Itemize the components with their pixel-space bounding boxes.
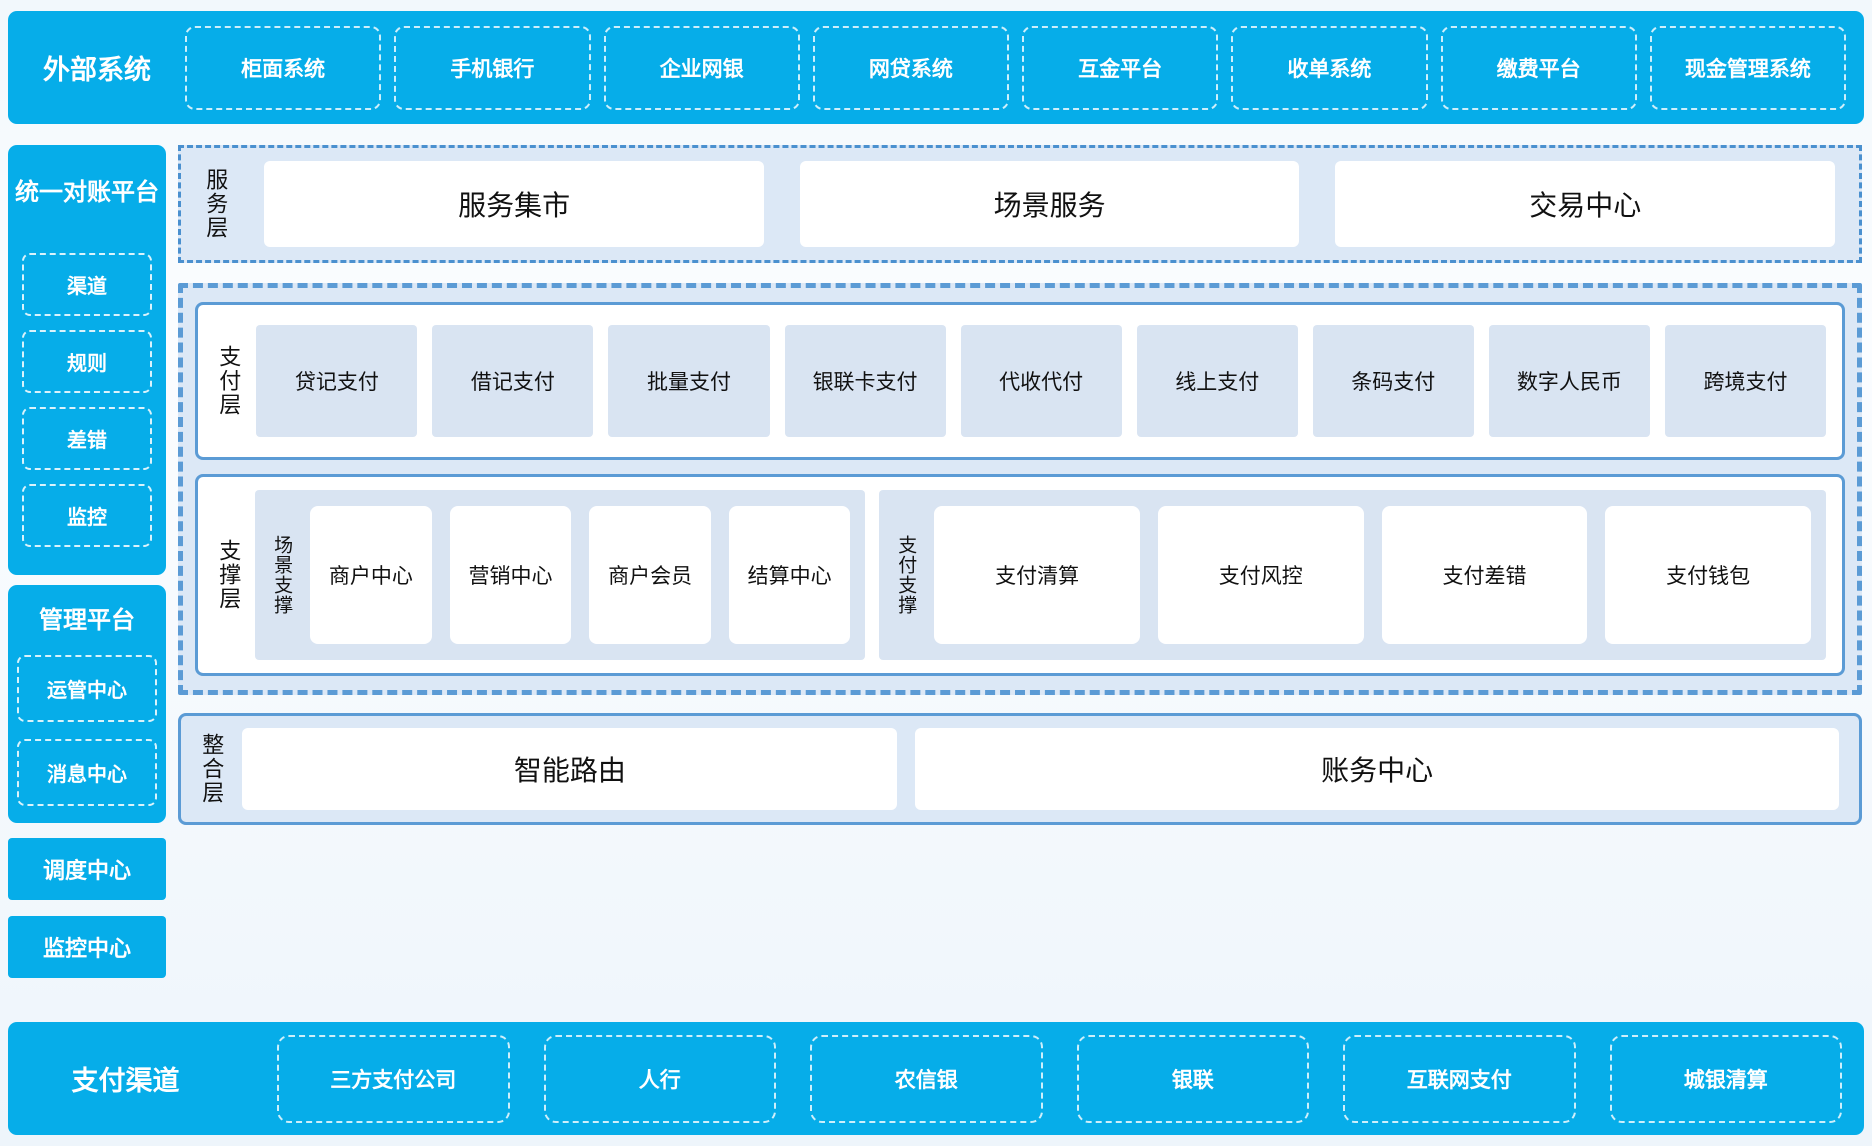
reconciliation-node: 监控 (22, 484, 152, 547)
scene-support-node: 商户会员 (589, 506, 711, 644)
payment-node: 跨境支付 (1665, 325, 1826, 437)
payment-channel-node: 三方支付公司 (277, 1035, 510, 1123)
payment-support-node: 支付清算 (934, 506, 1140, 644)
payment-support-node: 支付风控 (1158, 506, 1364, 644)
external-systems-banner: 外部系统 柜面系统 手机银行 企业网银 网贷系统 互金平台 收单系统 缴费平台 … (8, 11, 1864, 124)
integration-layer-label: 整合层 (199, 733, 224, 805)
payment-node: 贷记支付 (256, 325, 417, 437)
management-platform-panel: 管理平台 运管中心 消息中心 (8, 585, 166, 823)
payment-channels-banner: 支付渠道 三方支付公司 人行 农信银 银联 互联网支付 城银清算 (8, 1022, 1864, 1135)
support-layer: 支撑层 场景支撑 商户中心 营销中心 商户会员 结算中心 支付支撑 支付清算 支… (195, 474, 1845, 676)
reconciliation-node: 规则 (22, 330, 152, 393)
payment-node: 银联卡支付 (785, 325, 946, 437)
payment-node: 条码支付 (1313, 325, 1474, 437)
external-system-node: 收单系统 (1231, 26, 1427, 110)
service-node: 服务集市 (264, 161, 764, 247)
external-system-node: 手机银行 (394, 26, 590, 110)
payment-node: 线上支付 (1137, 325, 1298, 437)
payment-channel-node: 农信银 (810, 1035, 1043, 1123)
external-systems-title: 外部系统 (22, 48, 172, 87)
architecture-layers: 服务层 服务集市 场景服务 交易中心 支付层 贷记支付 借记支付 批量支付 银联… (178, 145, 1862, 825)
payment-channel-node: 人行 (544, 1035, 777, 1123)
payment-node: 代收代付 (961, 325, 1122, 437)
integration-node: 账务中心 (915, 728, 1839, 810)
management-node: 运管中心 (17, 655, 157, 722)
core-layers-container: 支付层 贷记支付 借记支付 批量支付 银联卡支付 代收代付 线上支付 条码支付 … (178, 283, 1862, 695)
integration-layer: 整合层 智能路由 账务中心 (178, 713, 1862, 825)
scene-support-node: 商户中心 (310, 506, 432, 644)
service-node: 交易中心 (1335, 161, 1835, 247)
management-node: 消息中心 (17, 739, 157, 806)
external-system-node: 现金管理系统 (1650, 26, 1846, 110)
service-node: 场景服务 (800, 161, 1300, 247)
payment-node: 批量支付 (608, 325, 769, 437)
payment-support-node: 支付差错 (1382, 506, 1588, 644)
reconciliation-platform-title: 统一对账平台 (15, 177, 159, 209)
scene-support-node: 营销中心 (450, 506, 572, 644)
service-layer-label: 服务层 (203, 168, 228, 240)
payment-support-node: 支付钱包 (1605, 506, 1811, 644)
monitoring-center-node: 监控中心 (8, 916, 166, 978)
management-platform-title: 管理平台 (39, 605, 135, 637)
external-system-node: 柜面系统 (185, 26, 381, 110)
payment-channel-node: 银联 (1077, 1035, 1310, 1123)
external-system-node: 网贷系统 (813, 26, 1009, 110)
left-sidebar: 统一对账平台 渠道 规则 差错 监控 管理平台 运管中心 消息中心 (8, 145, 166, 823)
scene-support-label: 场景支撑 (270, 535, 292, 615)
reconciliation-node: 差错 (22, 407, 152, 470)
external-system-node: 缴费平台 (1441, 26, 1637, 110)
payment-node: 借记支付 (432, 325, 593, 437)
scene-support-node: 结算中心 (729, 506, 851, 644)
payment-layer-label: 支付层 (216, 345, 241, 417)
external-system-node: 互金平台 (1022, 26, 1218, 110)
reconciliation-platform-panel: 统一对账平台 渠道 规则 差错 监控 (8, 145, 166, 575)
payment-support-group: 支付支撑 支付清算 支付风控 支付差错 支付钱包 (879, 490, 1826, 660)
external-system-node: 企业网银 (604, 26, 800, 110)
reconciliation-node: 渠道 (22, 253, 152, 316)
payment-node: 数字人民币 (1489, 325, 1650, 437)
payment-layer: 支付层 贷记支付 借记支付 批量支付 银联卡支付 代收代付 线上支付 条码支付 … (195, 302, 1845, 460)
payment-channel-node: 城银清算 (1610, 1035, 1843, 1123)
integration-node: 智能路由 (242, 728, 897, 810)
scene-support-group: 场景支撑 商户中心 营销中心 商户会员 结算中心 (255, 490, 865, 660)
support-layer-label: 支撑层 (216, 539, 241, 611)
payment-channels-title: 支付渠道 (8, 1059, 243, 1098)
service-layer: 服务层 服务集市 场景服务 交易中心 (178, 145, 1862, 263)
payment-support-label: 支付支撑 (894, 535, 916, 615)
scheduling-center-node: 调度中心 (8, 838, 166, 900)
payment-channel-node: 互联网支付 (1343, 1035, 1576, 1123)
